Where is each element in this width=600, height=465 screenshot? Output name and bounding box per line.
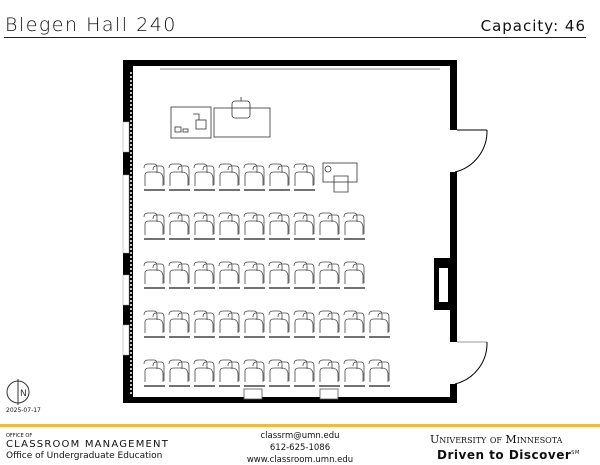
room-title: Blegen Hall 240 [5, 14, 177, 36]
contact-website[interactable]: www.classroom.umn.edu [246, 455, 354, 465]
seat [218, 163, 240, 191]
seat [193, 212, 215, 240]
seat [293, 163, 315, 191]
capacity-label: Capacity: [480, 17, 560, 35]
seat [168, 163, 190, 191]
seat [168, 261, 190, 289]
office-of-label: OFFICE OF [6, 433, 33, 439]
seat [193, 261, 215, 289]
seat [243, 163, 265, 191]
seat [343, 261, 365, 289]
floor-boxes [243, 388, 339, 400]
student-seating [143, 163, 390, 387]
seat [318, 359, 340, 387]
tagline: Driven to DiscoverSM [437, 448, 580, 462]
seat [218, 212, 240, 240]
seat [143, 212, 165, 240]
seat [343, 359, 365, 387]
seat [293, 212, 315, 240]
seat [293, 359, 315, 387]
seat [168, 212, 190, 240]
contact-phone: 612-625-1086 [269, 443, 331, 453]
seat [143, 310, 165, 338]
room-walls [122, 60, 488, 403]
seat [193, 163, 215, 191]
floor-plan: N [6, 60, 488, 405]
university-logo: University of Minnesota [430, 433, 563, 446]
seat [268, 163, 290, 191]
capacity-value: 46 [564, 17, 586, 35]
footer-accent-bar [0, 424, 600, 427]
seat [243, 359, 265, 387]
seat [143, 359, 165, 387]
seat [318, 310, 340, 338]
seat [268, 261, 290, 289]
seat [168, 310, 190, 338]
seat [368, 359, 390, 387]
department-name: Office of Undergraduate Education [6, 451, 163, 461]
tagline-mark: SM [571, 450, 580, 456]
north-label: N [20, 389, 27, 399]
tagline-text: Driven to Discover [437, 448, 572, 462]
seat [218, 261, 240, 289]
seat [193, 359, 215, 387]
seat [243, 310, 265, 338]
seat [193, 310, 215, 338]
seat [218, 359, 240, 387]
office-name: CLASSROOM MANAGEMENT [6, 439, 170, 450]
seat [318, 212, 340, 240]
seat [143, 261, 165, 289]
instructor-desk [322, 162, 358, 193]
seat [318, 261, 340, 289]
header-divider [4, 37, 586, 38]
contact-email[interactable]: classrm@umn.edu [260, 431, 340, 441]
instructor-station [170, 97, 271, 139]
capacity: Capacity: 46 [481, 17, 586, 35]
seat [168, 359, 190, 387]
seat [343, 310, 365, 338]
seat [268, 359, 290, 387]
seat [293, 310, 315, 338]
seat [243, 261, 265, 289]
seat [143, 163, 165, 191]
north-arrow: N [6, 379, 30, 405]
plan-date: 2025-07-17 [6, 407, 41, 414]
seat [268, 310, 290, 338]
seat [343, 212, 365, 240]
seat [368, 310, 390, 338]
seat [218, 310, 240, 338]
seat [268, 212, 290, 240]
seat [243, 212, 265, 240]
seat [293, 261, 315, 289]
